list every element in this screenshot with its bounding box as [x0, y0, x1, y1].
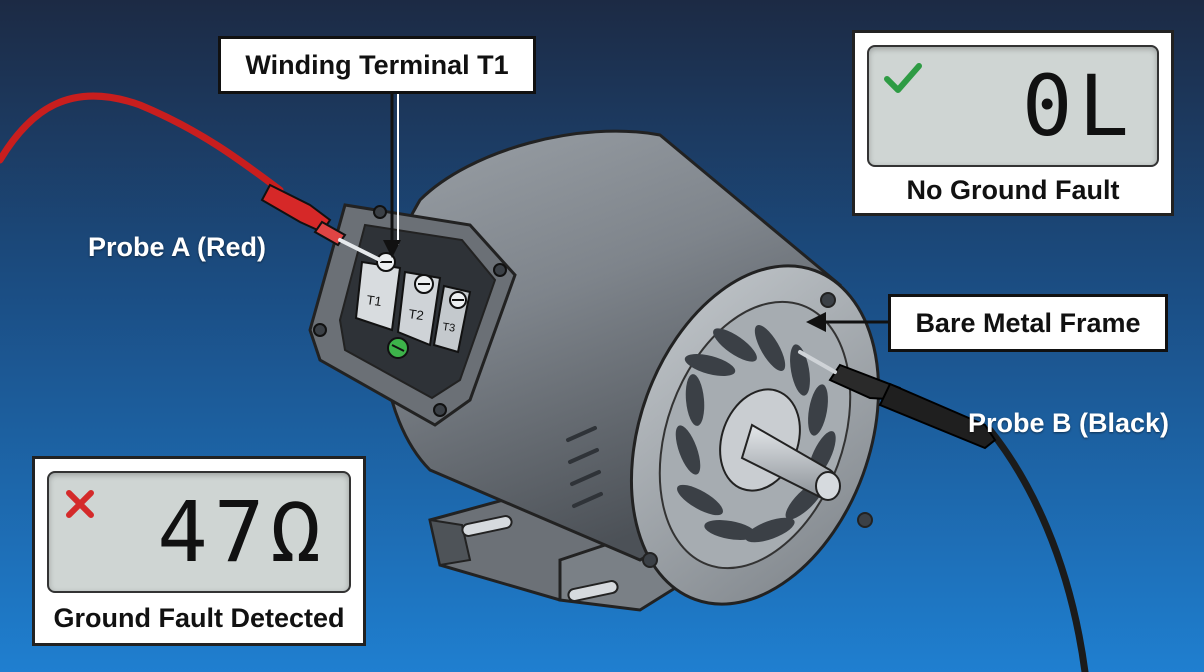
leader-arrow-frame [806, 312, 826, 332]
callout-leaders [390, 94, 888, 324]
meter-reading: 0L [1021, 57, 1135, 155]
cross-icon [66, 490, 94, 518]
probe-b [798, 350, 997, 450]
leader-arrow-terminal [383, 240, 401, 258]
meter-no-ground-fault: 0L No Ground Fault [852, 30, 1174, 216]
terminal-label-t2: T2 [408, 306, 425, 323]
terminal-label-t1: T1 [366, 292, 383, 309]
probe-a-wire [0, 92, 284, 194]
terminal-box [308, 203, 517, 427]
meter-caption: No Ground Fault [906, 175, 1120, 205]
probe-a [260, 183, 382, 262]
meter-ground-fault-detected: 47Ω Ground Fault Detected [32, 456, 366, 646]
probe-b-wire [986, 426, 1089, 672]
end-bell-vents [675, 325, 836, 543]
meter-display: 0L [867, 45, 1159, 167]
meter-display: 47Ω [47, 471, 351, 593]
meter-caption: Ground Fault Detected [53, 603, 345, 633]
meter-reading: 47Ω [157, 483, 327, 581]
terminal-label-t3: T3 [442, 321, 456, 335]
probe-a-label: Probe A (Red) [88, 232, 267, 262]
callout-bare-metal-frame: Bare Metal Frame [888, 294, 1168, 352]
probe-b-label: Probe B (Black) [968, 408, 1170, 438]
check-icon [884, 63, 922, 93]
callout-winding-terminal: Winding Terminal T1 [218, 36, 536, 94]
